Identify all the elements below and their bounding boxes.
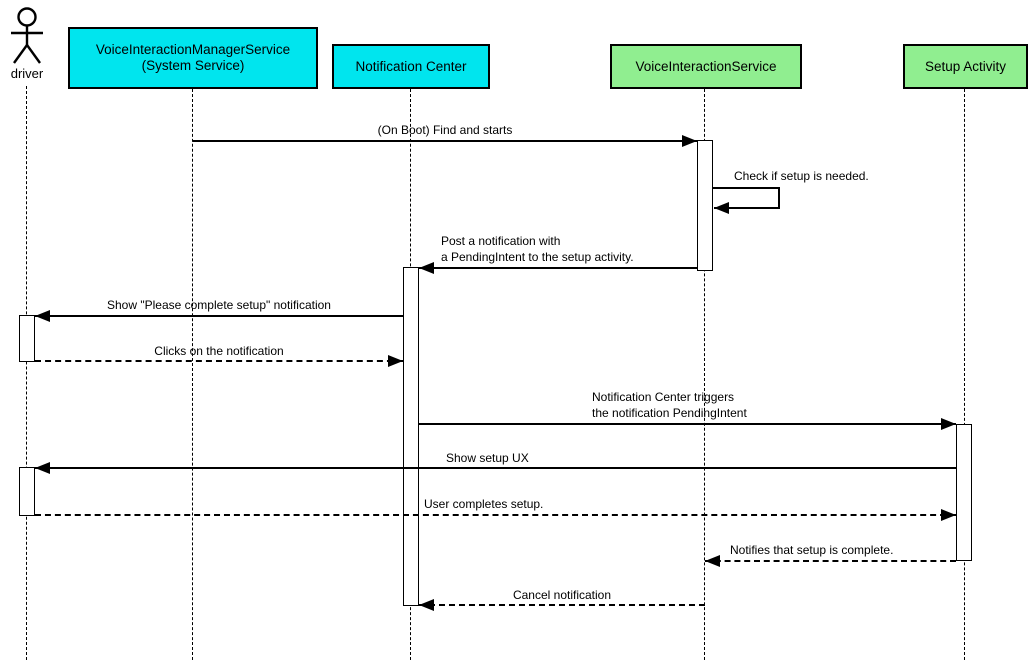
- message-line: [419, 267, 697, 269]
- message-label: (On Boot) Find and starts: [377, 123, 513, 137]
- message-line: [35, 315, 403, 317]
- message-label: Check if setup is needed.: [734, 169, 869, 183]
- message-line: [35, 514, 956, 516]
- message-label: Cancel notification: [512, 588, 612, 602]
- arrowhead-right-icon: [941, 418, 956, 430]
- arrowhead-left-icon: [705, 555, 720, 567]
- message-line: [419, 604, 705, 606]
- participant-label: VoiceInteractionManagerService (System S…: [95, 42, 291, 73]
- lifeline-voice-interaction-manager-service: [192, 89, 193, 660]
- message-label: Clicks on the notification: [154, 344, 284, 358]
- message-line: [35, 467, 956, 469]
- message-label: Notification Center triggers the notific…: [592, 390, 747, 420]
- message-label: Post a notification with a PendingIntent…: [441, 234, 634, 264]
- arrowhead-right-icon: [388, 355, 403, 367]
- participant-label: Notification Center: [355, 58, 467, 74]
- participant-notification-center: Notification Center: [332, 44, 490, 89]
- message-line: [193, 140, 697, 142]
- lifeline-voice-interaction-service: [704, 89, 705, 660]
- activation-setup-activity: [956, 424, 972, 561]
- message-line: [705, 560, 956, 562]
- activation-voice-interaction-service: [697, 140, 713, 271]
- message-label: User completes setup.: [424, 497, 544, 511]
- self-message-return-line: [778, 187, 780, 208]
- message-label: Show setup UX: [446, 451, 529, 465]
- lifeline-setup-activity: [964, 89, 965, 660]
- participant-voice-interaction-service: VoiceInteractionService: [610, 44, 802, 89]
- self-message-bottom-line: [714, 207, 780, 209]
- message-label: Show "Please complete setup" notificatio…: [107, 298, 331, 312]
- arrowhead-left-icon: [419, 599, 434, 611]
- activation-notification-center: [403, 267, 419, 606]
- actor-driver-label: driver: [10, 66, 44, 81]
- arrowhead-left-icon: [714, 202, 729, 214]
- participant-voice-interaction-manager-service: VoiceInteractionManagerService (System S…: [68, 27, 318, 89]
- arrowhead-left-icon: [35, 462, 50, 474]
- participant-setup-activity: Setup Activity: [903, 44, 1028, 89]
- message-label: Notifies that setup is complete.: [730, 543, 894, 557]
- arrowhead-left-icon: [35, 310, 50, 322]
- message-line: [419, 423, 956, 425]
- activation-driver-1: [19, 315, 35, 362]
- activation-driver-2: [19, 467, 35, 516]
- arrowhead-right-icon: [682, 135, 697, 147]
- participant-label: Setup Activity: [924, 58, 1007, 74]
- participant-label: VoiceInteractionService: [635, 58, 777, 74]
- arrowhead-left-icon: [419, 262, 434, 274]
- lifeline-driver: [26, 86, 27, 660]
- self-message-top-line: [713, 187, 780, 189]
- arrowhead-right-icon: [941, 509, 956, 521]
- message-line: [35, 360, 403, 362]
- person-icon: [11, 7, 43, 64]
